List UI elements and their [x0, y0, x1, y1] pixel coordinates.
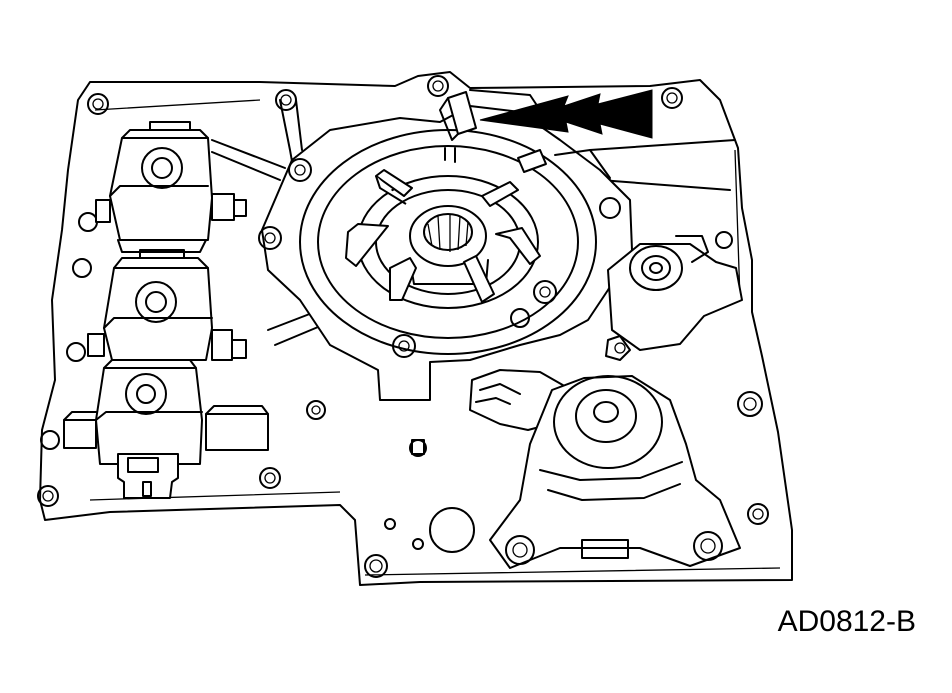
- pump-housing: [258, 105, 633, 401]
- upper-right-boss: [517, 149, 611, 179]
- accumulator-boss: [605, 235, 743, 361]
- solenoid-upper: [95, 121, 247, 253]
- figure-reference-code: AD0812-B: [777, 605, 916, 638]
- speed-sensor: [469, 369, 741, 569]
- solenoid-lower: [63, 359, 269, 499]
- plate-ribs: [211, 89, 736, 346]
- arrow-pointer-icon: [479, 89, 653, 139]
- solenoid-middle: [87, 249, 247, 361]
- retaining-clips: [345, 91, 541, 303]
